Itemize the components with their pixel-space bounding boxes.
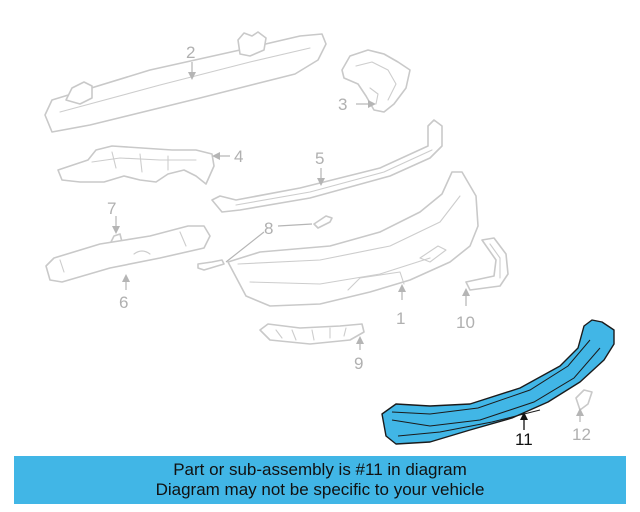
part-10-side-molding [465, 237, 509, 291]
arrow-7 [112, 226, 120, 234]
part-1-bumper-cover [227, 171, 479, 307]
callout-4: 4 [234, 147, 243, 166]
info-banner: Part or sub-assembly is #11 in diagram D… [14, 456, 626, 504]
callout-5: 5 [315, 149, 324, 168]
callout-2: 2 [186, 43, 195, 62]
callout-7: 7 [107, 199, 116, 218]
callout-3: 3 [338, 95, 347, 114]
part-8-strip [197, 215, 333, 271]
parts-diagram: 2 3 4 5 7 6 8 [44, 31, 615, 449]
arrow-1 [398, 284, 406, 292]
arrow-2 [188, 72, 196, 80]
part-11-highlighted-valance [381, 319, 615, 445]
callout-9: 9 [354, 354, 363, 373]
arrow-12 [576, 408, 584, 416]
part-12-bracket [575, 389, 593, 411]
part-2-impact-bar [44, 31, 327, 133]
banner-line-1: Part or sub-assembly is #11 in diagram [173, 460, 467, 479]
arrow-5 [317, 178, 325, 186]
arrow-6 [122, 274, 130, 282]
leader-8 [225, 223, 313, 263]
part-6-step-pad [45, 225, 211, 283]
callout-8: 8 [264, 219, 273, 238]
part-4-absorber [57, 145, 215, 185]
callout-10: 10 [456, 313, 475, 332]
callout-1: 1 [396, 309, 405, 328]
part-5-trim-strip [211, 119, 443, 213]
arrow-11 [520, 412, 528, 420]
part-9-valance [259, 323, 365, 345]
part-3-bracket [341, 49, 411, 113]
callout-12: 12 [572, 425, 591, 444]
arrow-4 [212, 152, 220, 160]
arrow-3 [368, 100, 376, 108]
callout-6: 6 [119, 293, 128, 312]
arrow-9 [356, 336, 364, 344]
arrow-10 [462, 288, 470, 296]
callout-11: 11 [515, 430, 533, 449]
banner-line-2: Diagram may not be specific to your vehi… [155, 480, 485, 499]
